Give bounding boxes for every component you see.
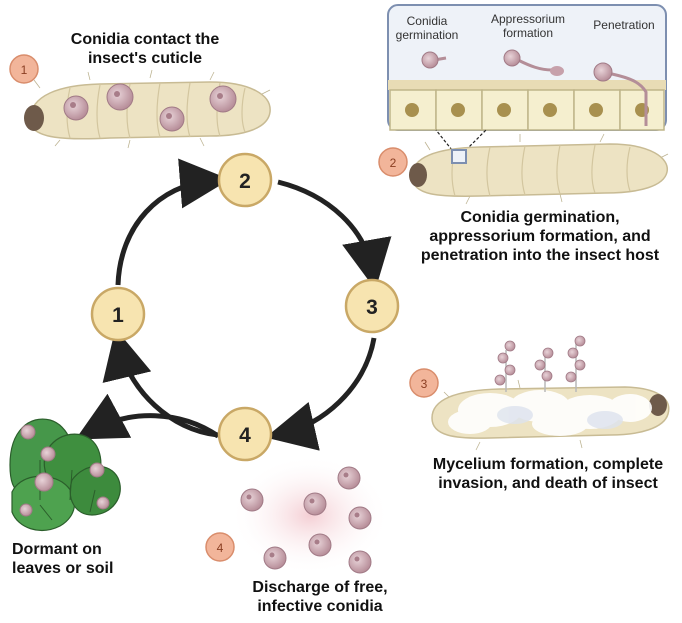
- strawberry-leaves: [9, 418, 121, 531]
- step-badge-1: 1: [9, 54, 39, 84]
- free-conidia: [230, 455, 390, 575]
- arrow-4-to-dormant: [75, 393, 220, 440]
- svg-text:4: 4: [217, 541, 224, 555]
- arrow-3-to-4: [265, 337, 377, 451]
- inset-label-penetration: Penetration: [593, 18, 655, 32]
- cycle-node-3-label: 3: [366, 296, 378, 319]
- cycle-node-2: 2: [217, 152, 273, 208]
- inset-label-germination: Conidia germination: [395, 14, 459, 42]
- caption-step-2: Conidia germination, appressorium format…: [420, 209, 660, 264]
- arrow-4-to-1: [102, 328, 219, 438]
- mycelium-covered-larva: [431, 335, 670, 451]
- cycle-node-1-label: 1: [112, 304, 124, 327]
- cycle-node-2-label: 2: [239, 170, 251, 193]
- cycle-node-4: 4: [217, 406, 273, 462]
- cycle-node-4-label: 4: [239, 424, 251, 447]
- caption-step-4: Discharge of free, infective conidia: [252, 579, 388, 615]
- larva-host: [409, 133, 669, 205]
- larva-with-conidia: [24, 69, 271, 149]
- arrow-1-to-2: [115, 158, 230, 286]
- caption-step-3: Mycelium formation, complete invasion, a…: [432, 456, 664, 492]
- step-badge-3: 3: [409, 368, 439, 398]
- svg-text:3: 3: [421, 377, 428, 391]
- cycle-arrows: [75, 158, 392, 451]
- cycle-node-1: 1: [90, 286, 146, 342]
- svg-text:1: 1: [21, 63, 28, 77]
- germination-inset: [387, 4, 667, 164]
- caption-dormant: Dormant on leaves or soil: [12, 541, 114, 577]
- inset-label-appressorium: Appressorium formation: [490, 12, 566, 40]
- svg-text:2: 2: [390, 156, 397, 170]
- arrow-2-to-3: [277, 179, 392, 290]
- caption-step-1: Conidia contact the insect's cuticle: [70, 31, 220, 67]
- step-badge-4: 4: [205, 532, 235, 562]
- step-badge-2: 2: [378, 147, 408, 177]
- cycle-node-3: 3: [344, 278, 400, 334]
